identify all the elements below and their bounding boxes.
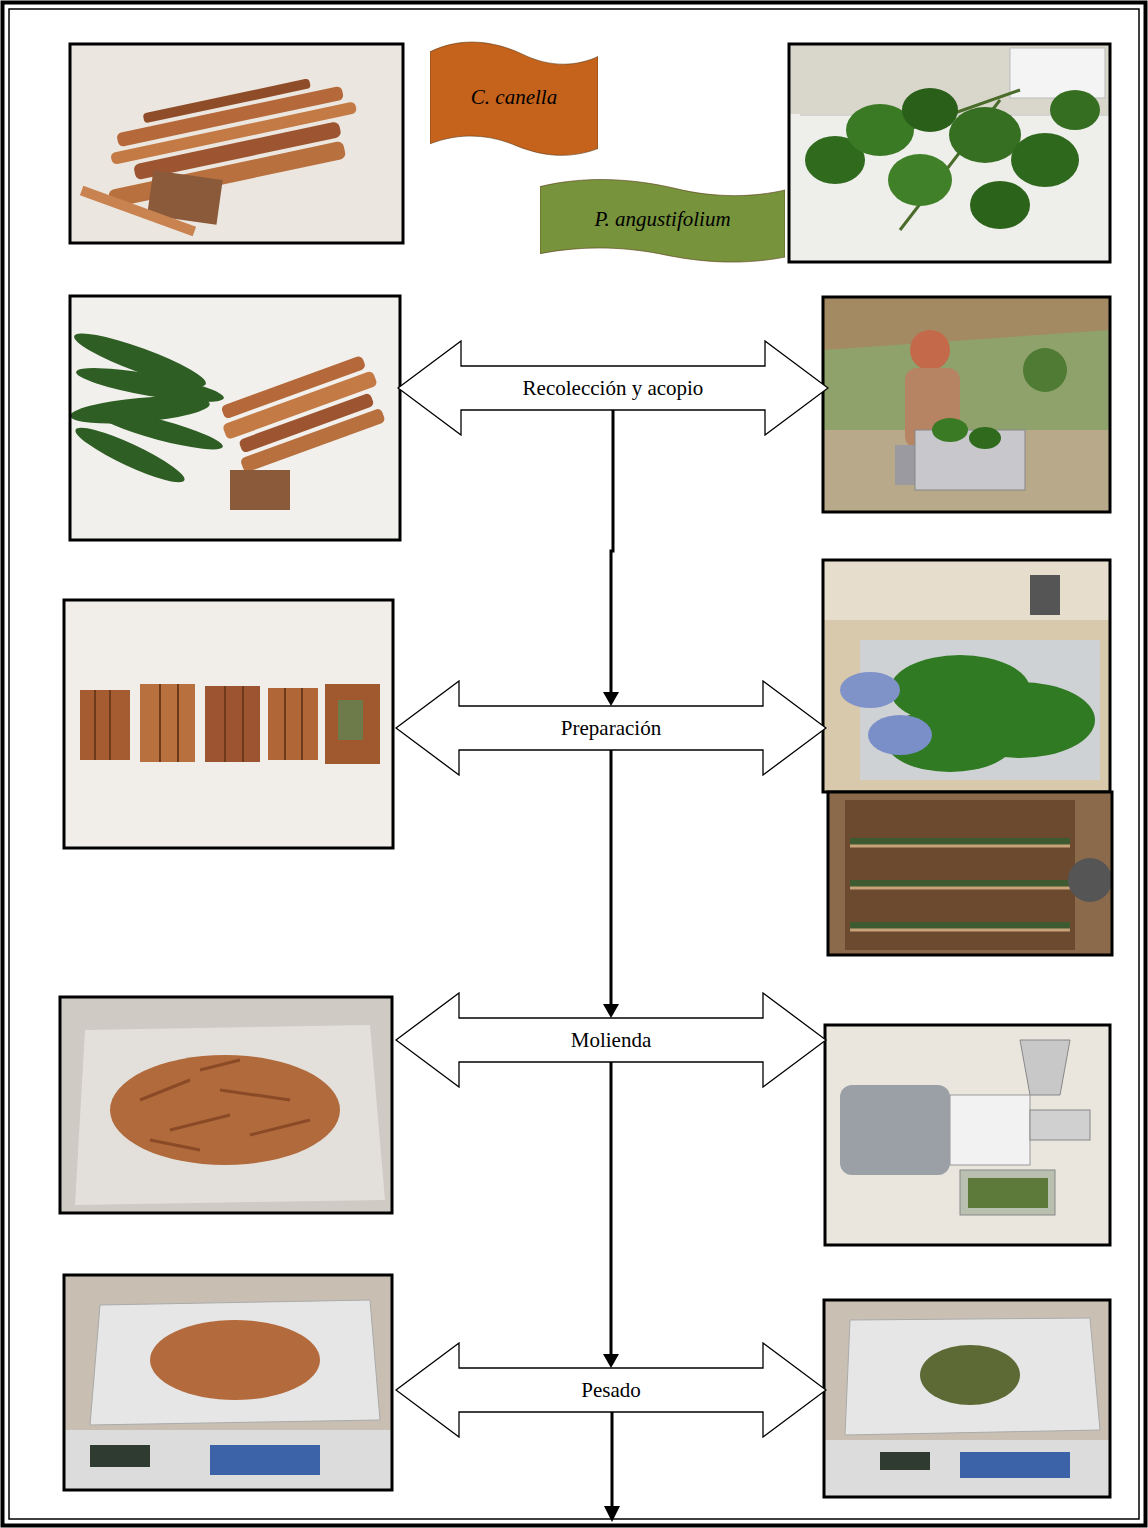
flow-arrow [603, 410, 619, 706]
text-holder: Preparación [395, 680, 827, 776]
banner-outline [540, 180, 785, 263]
step-label: Molienda [571, 1028, 651, 1052]
photo-grinder [825, 1025, 1110, 1245]
photo-collector [823, 297, 1110, 512]
photo-cinnamon-sticks [70, 44, 403, 243]
species-name: P. angustifolium [594, 207, 730, 231]
arrow-outline [396, 1343, 826, 1437]
process-step-arrow: Recolección y acopio [397, 340, 829, 436]
photo-prepared-bark [64, 600, 393, 848]
photo-collected-material [69, 296, 400, 540]
species-banner: P. angustifolium [540, 178, 785, 264]
flow-line [611, 410, 613, 692]
outer-border [3, 3, 1146, 1526]
double-arrow-shape [395, 680, 827, 776]
arrow-outline [396, 993, 826, 1087]
banner-shape [540, 178, 785, 264]
process-step-arrow: Pesado [395, 1342, 827, 1438]
arrow-outline [398, 341, 828, 435]
photo-drying-rack [828, 792, 1112, 955]
arrowhead [603, 1354, 619, 1368]
flow-line [610, 750, 613, 1004]
photo-weighing-leaves [824, 1300, 1110, 1497]
text-holder: C. canella [430, 40, 598, 158]
exit-arrowhead [604, 1506, 620, 1522]
inner-border [9, 9, 1139, 1519]
photo-fresh-leaves [789, 44, 1110, 262]
step-label: Recolección y acopio [523, 376, 704, 400]
photo-bark-chips [60, 997, 392, 1213]
exit-line [611, 1412, 614, 1508]
process-step-arrow: Preparación [395, 680, 827, 776]
flow-arrow [603, 1062, 619, 1368]
photo-weighing-bark [64, 1275, 392, 1490]
text-holder: P. angustifolium [540, 178, 785, 264]
arrow-outline [396, 681, 826, 775]
arrowhead [603, 692, 619, 706]
flow-arrow [603, 750, 619, 1018]
species-banner: C. canella [430, 40, 598, 158]
step-label: Pesado [581, 1378, 641, 1402]
double-arrow-shape [395, 992, 827, 1088]
process-step-arrow: Molienda [395, 992, 827, 1088]
banner-outline [430, 42, 598, 155]
step-label: Preparación [561, 716, 661, 740]
double-arrow-shape [397, 340, 829, 436]
flow-line [610, 1062, 613, 1354]
photo-cleaning-leaves [823, 560, 1110, 792]
banner-shape [430, 40, 598, 158]
text-holder: Pesado [395, 1342, 827, 1438]
double-arrow-shape [395, 1342, 827, 1438]
species-name: C. canella [471, 85, 557, 109]
text-holder: Recolección y acopio [397, 340, 829, 436]
arrowhead [603, 1004, 619, 1018]
text-holder: Molienda [395, 992, 827, 1088]
